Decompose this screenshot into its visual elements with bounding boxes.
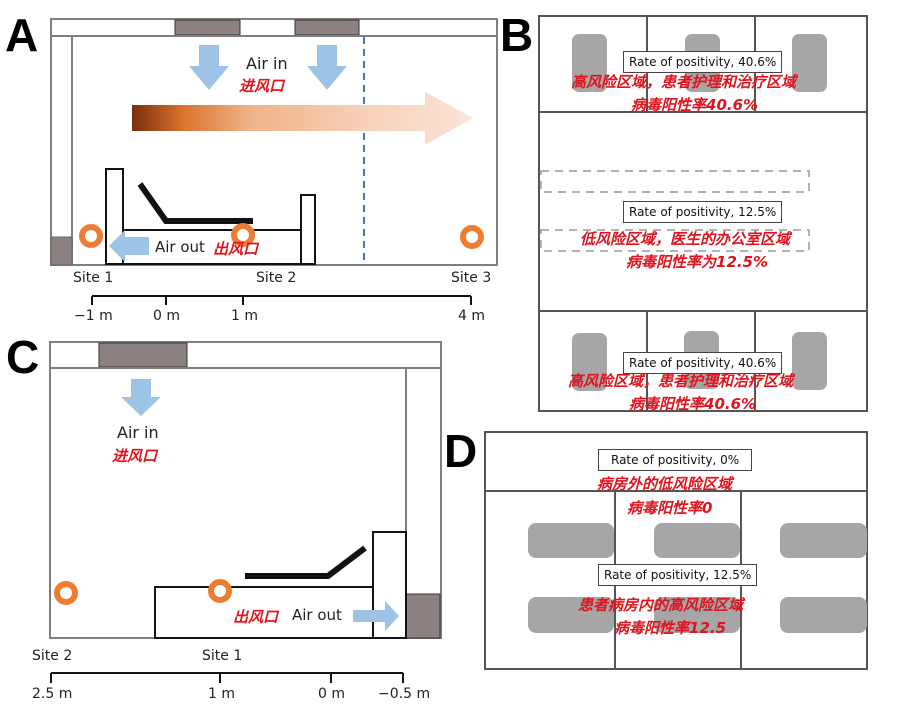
panel-a-air-in-label: Air in <box>246 54 288 73</box>
panel-d-bed <box>780 597 867 633</box>
panel-b-zone-bottom-cn-line1: 高风险区域，患者护理和治疗区域 <box>568 372 794 390</box>
panel-c-scale-label: 2.5 m <box>32 686 73 702</box>
panel-c-scale-label: 1 m <box>208 686 235 702</box>
panel-d-rate-box-top: Rate of positivity, 0% <box>598 449 753 471</box>
panel-d-zone-bottom-cn-line2: 病毒阳性率12.5 <box>614 619 727 637</box>
panel-a-bed-base <box>122 229 302 265</box>
panel-d-bed <box>528 597 614 633</box>
panel-a-exhaust-block <box>50 236 73 266</box>
panel-d-bed <box>654 597 740 633</box>
panel-c-air-in-label: Air in <box>117 423 159 442</box>
panel-d-bed <box>780 523 867 558</box>
panel-a-site-3-marker <box>460 225 484 249</box>
panel-b-rate-box-bottom: Rate of positivity, 40.6% <box>623 352 783 374</box>
panel-c-bed-base <box>154 586 374 639</box>
panel-b-desk-outline <box>540 229 810 252</box>
panel-a-scale-label: 4 m <box>458 308 485 324</box>
panel-d-zone-bottom-cn-line1: 患者病房内的高风险区域 <box>578 596 744 614</box>
panel-c-diagram <box>49 341 442 683</box>
panel-a-air-in-arrow-2 <box>307 45 347 90</box>
panel-c-vent <box>98 342 188 368</box>
panel-b-zone-top-cn-line1: 高风险区域，患者护理和治疗区域 <box>571 73 797 91</box>
panel-b-bed <box>572 34 607 92</box>
panel-a-site-1-marker <box>79 224 103 248</box>
panel-c-site-2-label: Site 2 <box>32 648 73 664</box>
panel-c-air-in-arrow <box>121 379 161 416</box>
panel-d-diagram <box>484 431 868 670</box>
panel-a-scale-label: −1 m <box>74 308 113 324</box>
panel-a-room <box>50 35 498 266</box>
panel-letter-b: B <box>500 9 534 61</box>
panel-c-exhaust-block <box>405 593 441 639</box>
panel-a-site-1-label: Site 1 <box>73 270 114 286</box>
panel-c-scale-label: 0 m <box>318 686 345 702</box>
panel-a-site-2-marker <box>231 223 255 247</box>
panel-a-air-in-arrow-1 <box>189 45 229 90</box>
panel-a-bed-footboard <box>300 194 316 265</box>
panel-c-patient <box>245 545 367 579</box>
panel-c-air-out-cn-label: 出风口 <box>233 608 279 626</box>
panel-a-air-in-cn-label: 进风口 <box>239 77 285 95</box>
panel-a-scale-label: 0 m <box>153 308 180 324</box>
panel-d-bed <box>654 523 740 558</box>
panel-a-diagram <box>50 18 498 305</box>
panel-a-patient <box>137 182 253 224</box>
panel-letter-c: C <box>6 331 40 383</box>
panel-letter-d: D <box>444 425 478 477</box>
panel-a-air-out-arrow <box>109 230 149 262</box>
panel-b-desk-outline <box>540 170 810 193</box>
panel-b-bed <box>572 333 607 391</box>
panel-b-rate-box-middle: Rate of positivity, 12.5% <box>623 201 783 223</box>
panel-a-ceiling <box>50 18 498 37</box>
panel-c-air-out-arrow <box>353 601 399 631</box>
panel-d-zone-top-cn-line2: 病毒阳性率0 <box>627 499 713 517</box>
panel-c-site-2-marker <box>54 581 78 605</box>
panel-b-bed <box>792 332 827 390</box>
panel-c-scale-label: −0.5 m <box>378 686 431 702</box>
panel-c-air-in-cn-label: 进风口 <box>112 447 158 465</box>
panel-c-air-out-label: Air out <box>292 606 342 624</box>
panel-a-airflow-plume-arrow <box>132 92 473 145</box>
panel-b-zone-bottom-cn-line2: 病毒阳性率40.6% <box>629 395 757 413</box>
panel-a-scale-label: 1 m <box>231 308 258 324</box>
panel-d-rate-box-bottom: Rate of positivity, 12.5% <box>598 564 758 586</box>
panel-a-air-out-cn-label: 出风口 <box>213 240 259 258</box>
panel-a-air-out-label: Air out <box>155 238 205 256</box>
panel-c-site-1-marker <box>208 579 232 603</box>
panel-c-site-1-label: Site 1 <box>202 648 243 664</box>
panel-b-zone-middle-cn-line2: 病毒阳性率为12.5% <box>626 253 769 271</box>
panel-d-zone-top-cn-line1: 病房外的低风险区域 <box>597 475 733 493</box>
panel-b-bed <box>792 34 827 92</box>
panel-b-zone-top-cn-line2: 病毒阳性率40.6% <box>631 96 759 114</box>
panel-a-site-3-label: Site 3 <box>451 270 492 286</box>
panel-a-vent-1 <box>174 19 241 36</box>
panel-letter-a: A <box>5 9 39 61</box>
panel-d-bed <box>528 523 614 558</box>
panel-b-rate-box-top: Rate of positivity, 40.6% <box>623 51 783 73</box>
panel-a-vent-2 <box>294 19 360 36</box>
panel-b-zone-middle-cn-line1: 低风险区域，医生的办公室区域 <box>580 230 791 248</box>
panel-a-site-2-label: Site 2 <box>256 270 297 286</box>
